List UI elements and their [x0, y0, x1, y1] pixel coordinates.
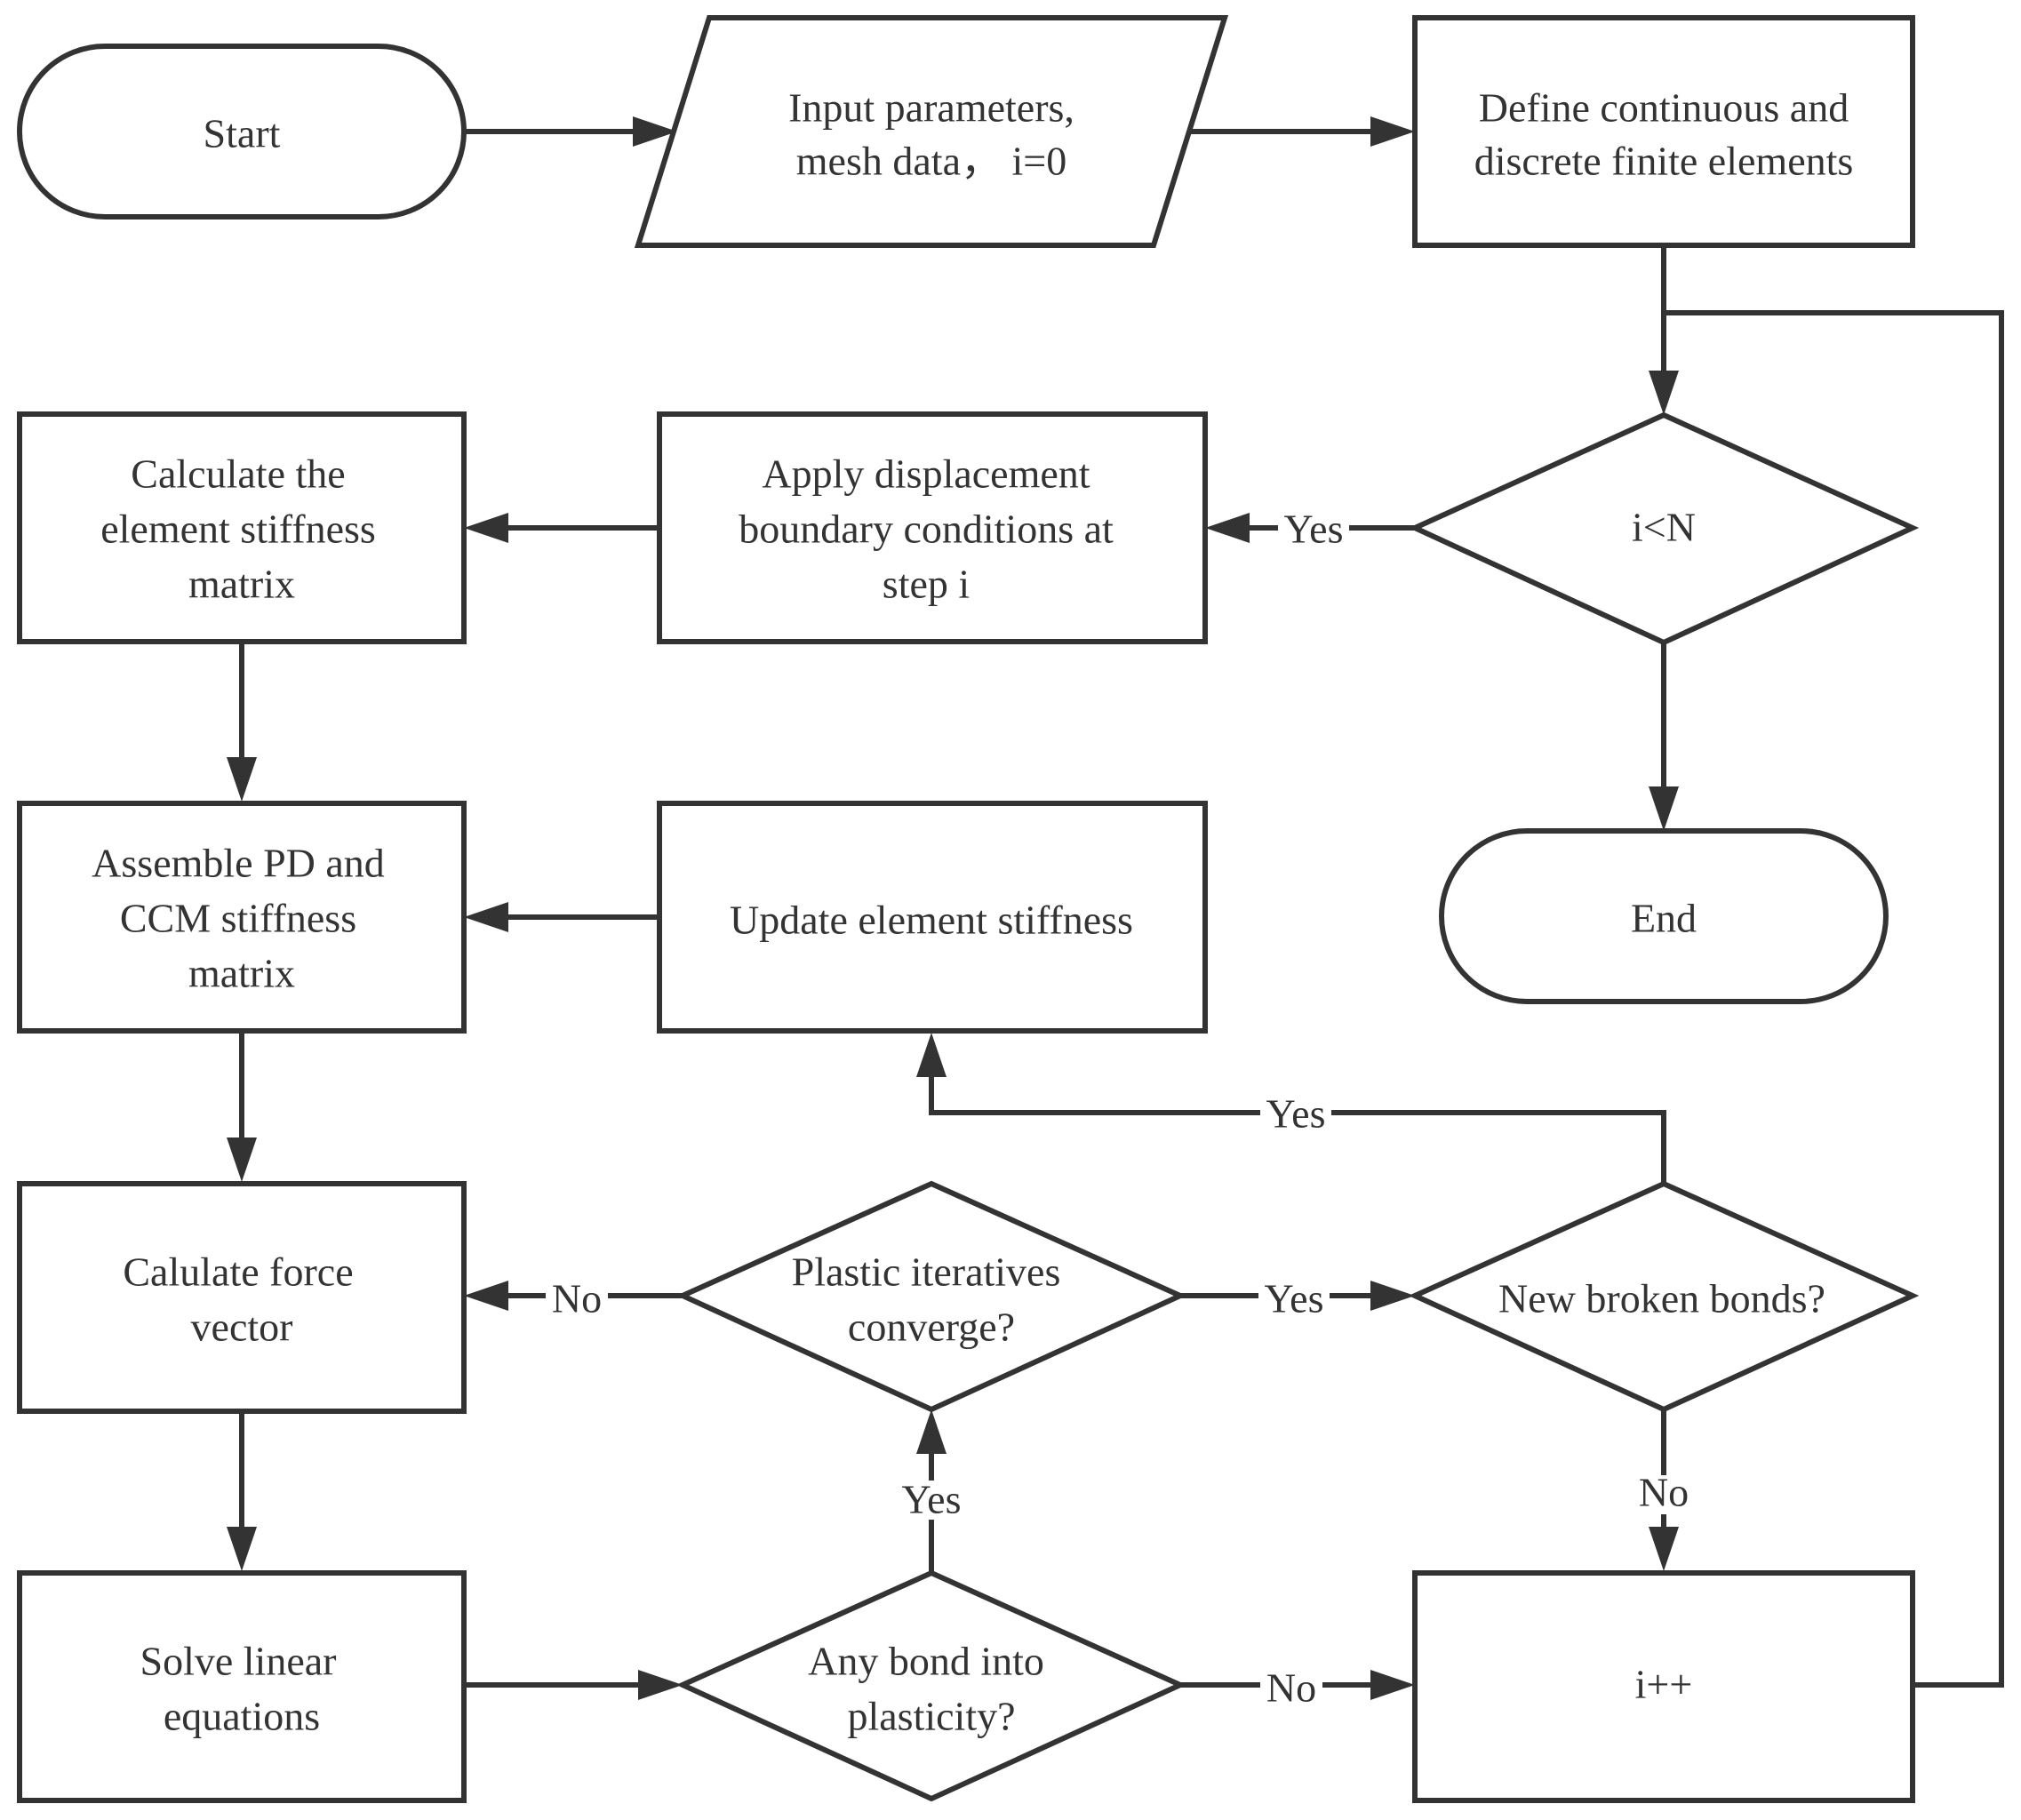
node-apply-bc-label-3: step i: [883, 562, 970, 607]
node-input-label-1: Input parameters,: [788, 85, 1074, 131]
nodes: Start Input parameters, mesh data， i=0 D…: [17, 15, 1920, 1803]
node-start-label: Start: [204, 111, 281, 156]
node-cond-n: i<N: [1408, 411, 1920, 646]
node-input-label-2: mesh data， i=0: [796, 139, 1066, 184]
edge-label-bond-no: No: [1266, 1665, 1316, 1711]
node-solve-label-1: Solve linear: [140, 1639, 337, 1684]
node-update-label: Update element stiffness: [730, 898, 1133, 943]
arrowhead-cond-apply: [1205, 513, 1250, 543]
node-define-label-1: Define continuous and: [1479, 85, 1849, 131]
node-update: Update element stiffness: [657, 801, 1208, 1034]
node-bond-plastic-label-2: plasticity?: [847, 1694, 1015, 1739]
arrowhead-cond-end: [1649, 786, 1679, 831]
edge-label-conv-yes: Yes: [1265, 1276, 1324, 1321]
node-broken-label: New broken bonds?: [1498, 1276, 1825, 1321]
node-force: Calulate force vector: [17, 1181, 467, 1414]
node-calc-stiff-label-2: element stiffness: [100, 507, 376, 552]
arrowhead-assemble-force: [227, 1138, 257, 1182]
node-start: Start: [17, 44, 467, 220]
node-assemble-label-1: Assemble PD and: [92, 841, 385, 886]
node-solve-label-2: equations: [164, 1694, 320, 1739]
node-calc-stiff-label-3: matrix: [188, 562, 295, 607]
arrowhead-input-define: [1370, 116, 1415, 147]
arrowhead-update-assemble: [464, 902, 508, 932]
node-assemble-label-2: CCM stiffness: [120, 896, 356, 941]
edge-label-bond-yes: Yes: [902, 1477, 962, 1522]
node-assemble: Assemble PD and CCM stiffness matrix: [17, 801, 467, 1034]
node-plastic-conv-label-2: converge?: [848, 1305, 1015, 1350]
arrowhead-bond-increment: [1370, 1670, 1415, 1700]
arrowhead-broken-increment: [1649, 1527, 1679, 1571]
node-cond-n-label: i<N: [1632, 505, 1696, 550]
arrowhead-define-cond: [1649, 371, 1679, 415]
arrowhead-calc-assemble: [227, 757, 257, 802]
arrowhead-conv-broken: [1370, 1281, 1415, 1311]
node-force-label-2: vector: [191, 1305, 293, 1350]
arrowhead-conv-force: [464, 1281, 508, 1311]
arrowhead-solve-bond: [638, 1670, 683, 1700]
node-input: Input parameters, mesh data， i=0: [634, 15, 1229, 248]
edge-label-cond-yes: Yes: [1284, 507, 1344, 552]
arrowhead-bond-conv: [916, 1409, 947, 1454]
node-calc-stiff-label-1: Calculate the: [131, 451, 345, 497]
node-define: Define continuous and discrete finite el…: [1412, 15, 1915, 248]
node-increment: i++: [1412, 1570, 1915, 1803]
edge-labels: Yes No Yes Yes No Yes No: [546, 507, 1697, 1711]
node-solve: Solve linear equations: [17, 1570, 467, 1803]
node-apply-bc: Apply displacement boundary conditions a…: [657, 411, 1208, 644]
node-increment-label: i++: [1635, 1662, 1693, 1707]
arrowhead-start-input: [633, 116, 677, 147]
node-bond-plastic-label-1: Any bond into: [808, 1639, 1044, 1684]
edge-increment-loop: [1664, 310, 2004, 1688]
node-assemble-label-3: matrix: [188, 951, 295, 996]
edge-label-broken-no: No: [1639, 1470, 1689, 1515]
node-apply-bc-label-2: boundary conditions at: [739, 507, 1114, 552]
node-end-label: End: [1631, 896, 1697, 941]
node-define-label-2: discrete finite elements: [1474, 139, 1854, 184]
node-bond-plastic: Any bond into plasticity?: [675, 1569, 1187, 1802]
node-plastic-conv-label-1: Plastic iteratives: [792, 1249, 1061, 1295]
node-broken: New broken bonds?: [1408, 1180, 1920, 1413]
edge-label-conv-no: No: [552, 1276, 602, 1321]
arrowhead-force-solve: [227, 1527, 257, 1571]
node-apply-bc-label-1: Apply displacement: [762, 451, 1090, 497]
arrowhead-broken-update: [916, 1033, 947, 1077]
node-calc-stiff: Calculate the element stiffness matrix: [17, 411, 467, 644]
node-plastic-conv: Plastic iteratives converge?: [675, 1180, 1187, 1413]
node-end: End: [1439, 828, 1889, 1004]
arrowhead-apply-calc: [464, 513, 508, 543]
node-force-label-1: Calulate force: [123, 1249, 353, 1295]
edge-label-broken-yes: Yes: [1266, 1091, 1326, 1137]
